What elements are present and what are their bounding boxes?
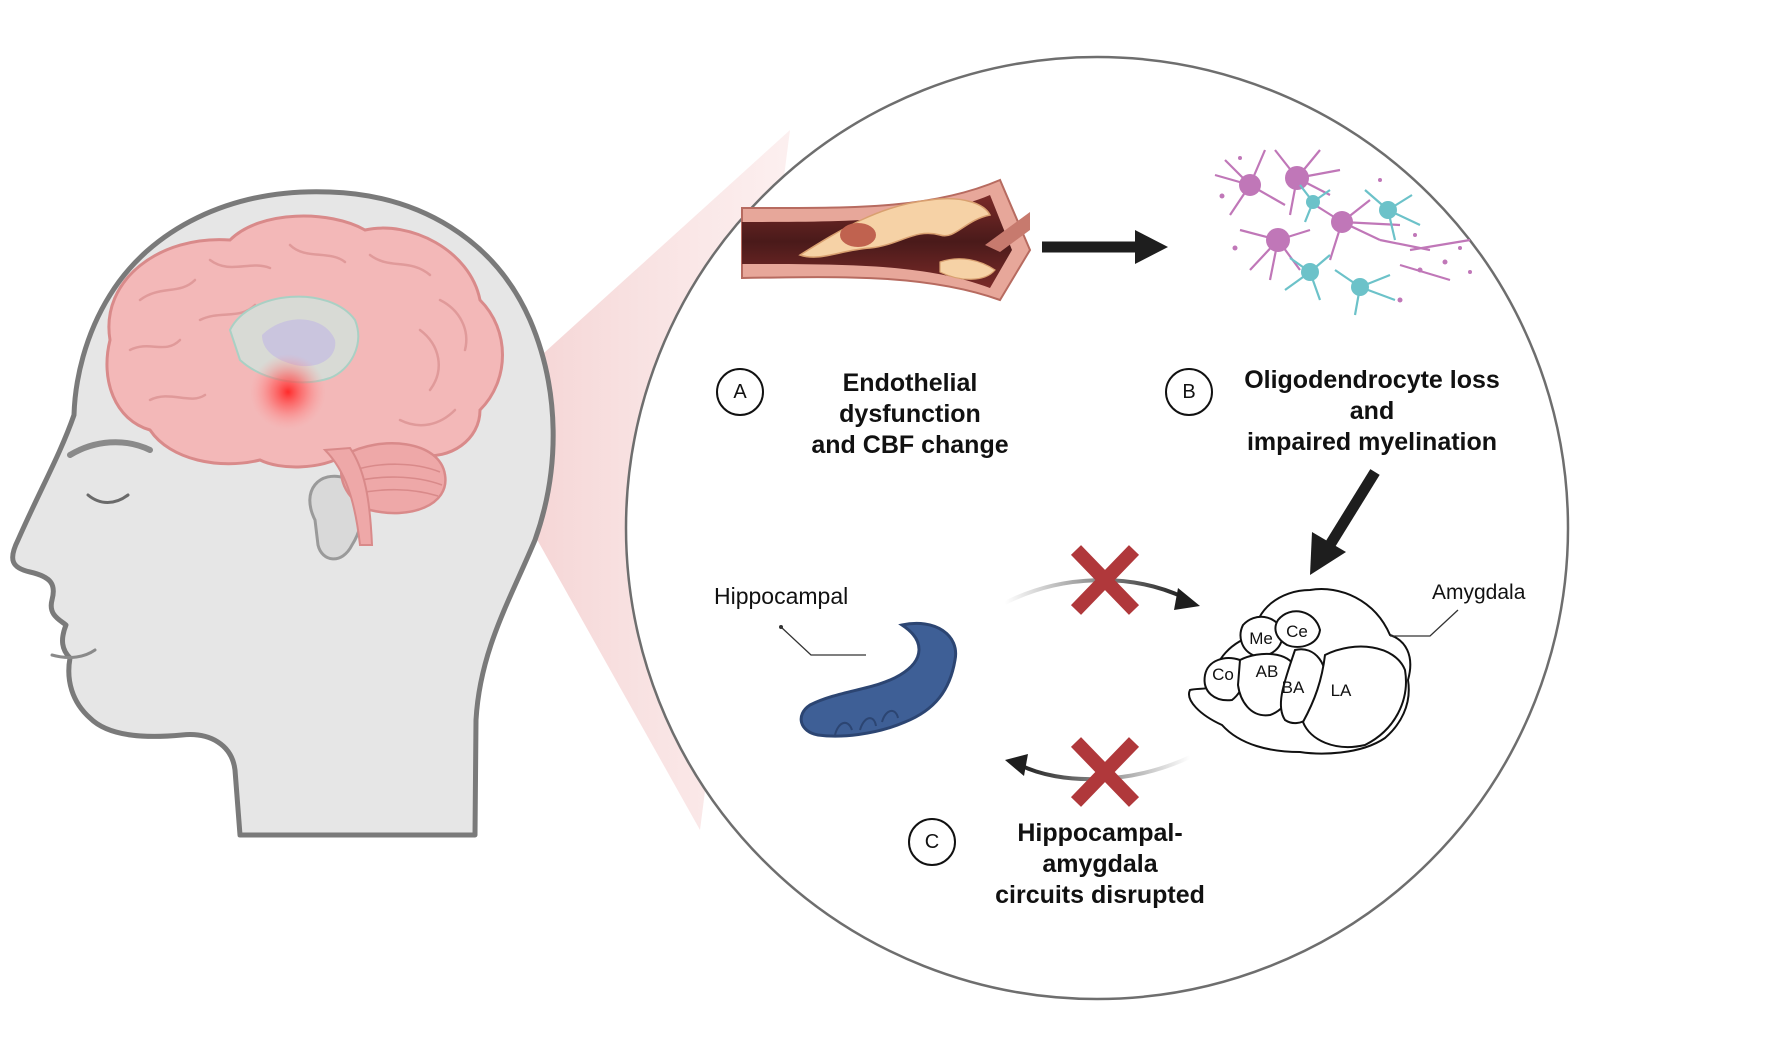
step-c-letter: C	[924, 830, 940, 853]
blood-vessel-illustration	[741, 178, 1032, 302]
ventricle	[262, 319, 336, 367]
amygdala-leader-line	[1390, 609, 1459, 637]
nucleus-la-label: LA	[1330, 681, 1352, 700]
astrocytes	[1284, 184, 1421, 316]
myelin-debris	[1219, 156, 1472, 303]
step-a-label: Endothelial dysfunction and CBF change	[775, 368, 1045, 461]
step-a-letter: A	[733, 380, 747, 403]
step-b-line1: Oligodendrocyte loss and	[1244, 366, 1500, 425]
thrombus	[840, 223, 876, 247]
nucleus-la	[1301, 645, 1407, 748]
step-c-label: Hippocampal-amygdala circuits disrupted	[965, 818, 1235, 911]
hippocampus	[799, 622, 958, 738]
lesion-hotspot	[250, 354, 326, 430]
oligodendrocytes	[1214, 149, 1471, 282]
oligodendrocyte-bodies	[1239, 166, 1353, 252]
head-illustration	[10, 189, 556, 838]
closed-eye	[86, 493, 130, 504]
step-b-badge: B	[1165, 368, 1213, 416]
glial-cells-illustration	[1214, 149, 1472, 316]
hippocampus-folds	[834, 710, 899, 736]
step-a-line1: Endothelial dysfunction	[839, 369, 981, 428]
mouth	[50, 648, 97, 659]
step-a-badge: A	[716, 368, 764, 416]
amygdala-illustration	[1188, 588, 1459, 755]
step-b-label: Oligodendrocyte loss and impaired myelin…	[1222, 365, 1522, 458]
hippocampus-illustration	[779, 622, 958, 738]
circuit-arrow-top	[1004, 578, 1200, 610]
nucleus-me	[1239, 615, 1284, 658]
step-b-line2: impaired myelination	[1246, 428, 1498, 456]
astrocyte-bodies	[1301, 195, 1397, 296]
arrow-a-to-b	[1042, 230, 1168, 264]
step-c-line2: circuits disrupted	[995, 881, 1205, 909]
nucleus-co-label: Co	[1212, 665, 1234, 684]
eyebrow	[67, 439, 153, 458]
amygdala-label: Amygdala	[1432, 581, 1526, 604]
step-c-line1: Hippocampal-amygdala	[1017, 819, 1183, 878]
nucleus-ce-label: Ce	[1286, 622, 1308, 641]
brainstem	[322, 446, 374, 546]
plaque-lower	[939, 258, 996, 280]
arrow-b-to-amygdala	[1310, 469, 1380, 575]
step-c-badge: C	[908, 818, 956, 866]
red-x-icon	[1070, 545, 1140, 615]
step-a-line2: and CBF change	[811, 431, 1009, 459]
vessel-branch	[985, 212, 1030, 252]
zoom-circle	[624, 55, 1570, 1001]
step-b-letter: B	[1182, 380, 1196, 403]
hippocampal-leader-line	[780, 626, 866, 656]
nucleus-me-label: Me	[1249, 629, 1273, 648]
hippocampal-label: Hippocampal	[714, 583, 849, 609]
red-x-icon	[1070, 737, 1140, 807]
nucleus-ab-label: AB	[1255, 662, 1279, 681]
nucleus-ce	[1274, 610, 1322, 648]
nucleus-ba-label: BA	[1281, 678, 1305, 697]
